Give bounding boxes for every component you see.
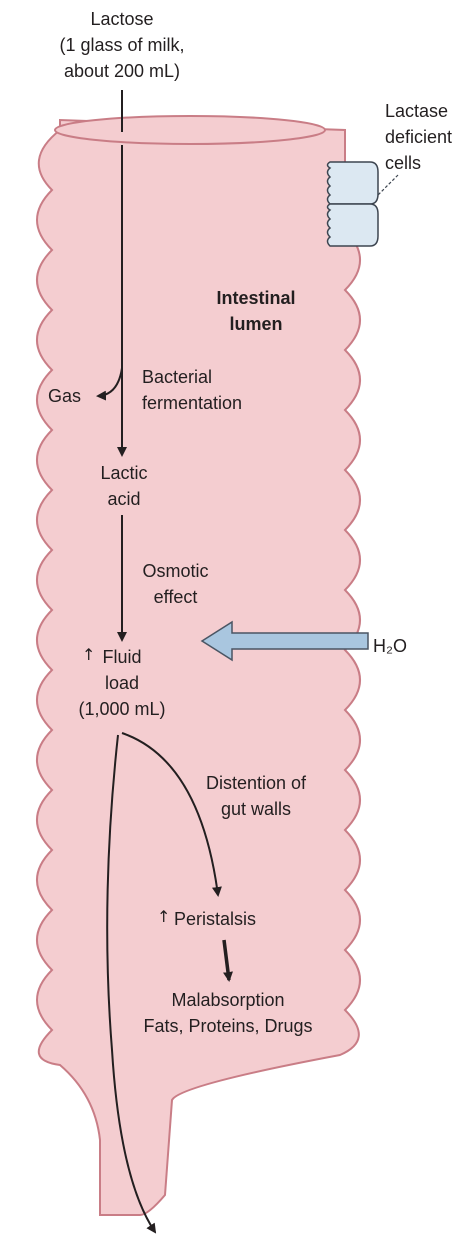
malabsorption-label: Malabsorption Fats, Proteins, Drugs: [110, 987, 346, 1039]
peristalsis-to-malabsorption-arrow: [222, 939, 233, 982]
lactase-cells-line-1: Lactase: [385, 101, 449, 121]
water-influx-arrow: [200, 620, 369, 662]
osmotic-effect-line-1: Osmotic: [142, 561, 209, 581]
peristalsis-up-arrow-icon: ↑: [157, 907, 171, 926]
lactose-line-2: (1 glass of milk,: [59, 35, 185, 55]
distention-line-2: gut walls: [220, 799, 292, 819]
intestinal-lumen-line-2: lumen: [229, 314, 283, 334]
peristalsis-label: Peristalsis: [174, 909, 257, 929]
fluid-up-arrow-icon: ↑: [82, 645, 96, 664]
cell-upper: [326, 161, 379, 205]
osmotic-effect-label: Osmotic effect: [128, 558, 223, 610]
cells-pointer-line: [377, 174, 399, 196]
lactic-acid-line-2: acid: [107, 489, 141, 509]
lactase-cells-label: Lactase deficient cells: [385, 98, 464, 176]
bacterial-fermentation-label: Bacterial fermentation: [142, 364, 242, 416]
lactase-deficient-cells: [326, 161, 399, 247]
fluid-load-line-2: load: [104, 673, 140, 693]
bacterial-fermentation-line-1: Bacterial: [142, 367, 213, 387]
lactase-cells-line-3: cells: [385, 153, 422, 173]
lactase-cells-line-2: deficient: [385, 127, 453, 147]
malabsorption-line-1: Malabsorption: [171, 990, 285, 1010]
fluid-load-line-1: Fluid: [102, 647, 142, 667]
distention-label: Distention of gut walls: [186, 770, 326, 822]
lactose-label: Lactose (1 glass of milk, about 200 mL): [42, 6, 202, 84]
lactic-acid-label: Lactic acid: [84, 460, 164, 512]
water-label: H₂O: [373, 636, 407, 656]
lactic-acid-line-1: Lactic: [100, 463, 148, 483]
gas-label: Gas: [48, 386, 82, 406]
malabsorption-line-2: Fats, Proteins, Drugs: [143, 1016, 313, 1036]
gas-arrow: [96, 367, 123, 401]
distention-arrow: [121, 732, 222, 897]
bacterial-fermentation-line-2: fermentation: [142, 393, 243, 413]
fluid-load-label: Fluid load (1,000 mL): [60, 644, 184, 722]
cell-lower: [326, 203, 379, 247]
diarrhea-outflow-arrow: [106, 734, 157, 1234]
intestine-outline: [36, 118, 361, 1216]
lactose-line-1: Lactose: [90, 9, 154, 29]
intestinal-lumen-line-1: Intestinal: [216, 288, 296, 308]
distention-line-1: Distention of: [205, 773, 307, 793]
intestinal-lumen-label: Intestinal lumen: [196, 285, 316, 337]
lactose-line-3: about 200 mL): [63, 61, 181, 81]
fluid-load-line-3: (1,000 mL): [78, 699, 166, 719]
intestine-opening: [54, 115, 326, 145]
osmotic-effect-line-2: effect: [153, 587, 198, 607]
